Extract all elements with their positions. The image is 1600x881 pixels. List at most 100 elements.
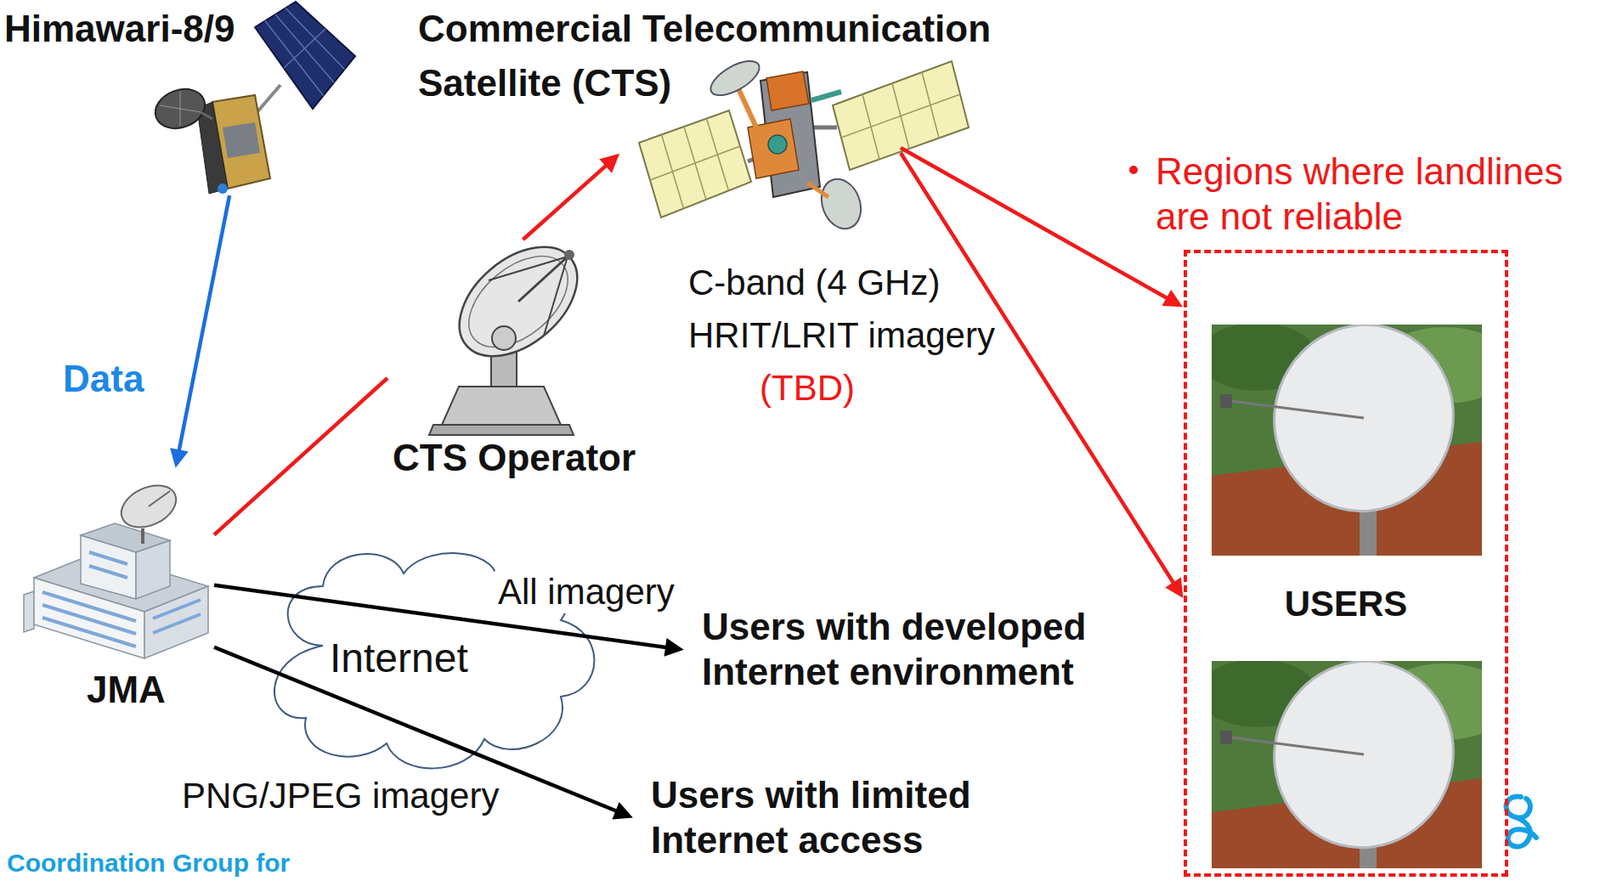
connector-arrow bbox=[523, 157, 617, 240]
jma-building bbox=[42, 617, 136, 647]
ground-station-node: CTS Operator bbox=[387, 239, 659, 483]
bullet-dot bbox=[1129, 165, 1138, 175]
node-label: Users with limited Internet access bbox=[650, 773, 1008, 864]
jma-building bbox=[23, 477, 209, 659]
band-note: C-band (4 GHz) bbox=[684, 261, 944, 305]
user-dish-photo bbox=[1230, 737, 1364, 755]
edge-label: PNG/JPEG imagery bbox=[178, 774, 503, 818]
himawari-satellite bbox=[217, 183, 228, 194]
telecom-satellite bbox=[811, 91, 842, 101]
text-holder: CTS Operator bbox=[392, 435, 636, 481]
himawari-satellite bbox=[254, 84, 281, 115]
himawari-satellite bbox=[254, 1, 356, 109]
connectors bbox=[176, 147, 1181, 816]
ground-station-dish bbox=[543, 256, 568, 336]
node-label: Users with developed Internet environmen… bbox=[701, 604, 1127, 696]
ground-station-dish bbox=[491, 326, 516, 351]
himawari-satellite bbox=[265, 8, 345, 97]
jma-building bbox=[148, 491, 170, 507]
user-dish-photo bbox=[1211, 324, 1482, 556]
himawari-satellite bbox=[149, 82, 210, 136]
label-holder: HRIT/LRIT imagery bbox=[684, 314, 999, 357]
himawari-satellite bbox=[200, 112, 213, 119]
telecom-satellite bbox=[811, 125, 837, 131]
logo-swirl bbox=[1506, 797, 1537, 848]
telecom-satellite bbox=[638, 110, 752, 218]
telecom-satellite bbox=[638, 54, 969, 235]
ground-station-dish bbox=[564, 249, 575, 261]
jma-building bbox=[23, 591, 34, 633]
jma-building bbox=[89, 552, 128, 565]
edge-label: All imagery bbox=[494, 571, 679, 614]
telecom-satellite bbox=[737, 86, 757, 128]
connector-arrow bbox=[214, 378, 388, 536]
telecom-satellite bbox=[747, 118, 799, 179]
node-label: CTS Operator bbox=[392, 435, 636, 481]
node-label: Himawari-8/9 bbox=[4, 6, 235, 52]
user-dish-photo bbox=[1220, 730, 1233, 745]
user-dish-photo bbox=[1253, 661, 1475, 868]
himawari-satellite bbox=[159, 91, 201, 126]
label-holder: Coordination Group for bbox=[3, 848, 294, 879]
ground-station-dish bbox=[439, 225, 599, 378]
jma-building bbox=[89, 565, 128, 578]
edge-label-holder: PNG/JPEG imagery bbox=[178, 774, 503, 818]
telecom-satellite bbox=[650, 146, 741, 181]
ground-station-dish bbox=[429, 225, 598, 436]
telecom-satellite bbox=[841, 72, 961, 160]
bullet-dot bbox=[1129, 165, 1138, 175]
user-group-text: Users with developed Internet environmen… bbox=[684, 604, 1127, 696]
jma-building bbox=[42, 604, 136, 634]
user-dish-photo bbox=[1211, 661, 1482, 869]
jma-building bbox=[144, 586, 209, 659]
jma-building bbox=[152, 614, 201, 634]
telecom-satellite bbox=[814, 173, 868, 234]
text-holder: Internet bbox=[329, 633, 469, 684]
label-holder: C-band (4 GHz) bbox=[684, 261, 944, 305]
jma-building bbox=[42, 592, 201, 647]
telecom-satellite bbox=[807, 182, 829, 198]
connector-arrow bbox=[176, 195, 230, 463]
building-node: JMA bbox=[20, 469, 215, 663]
satellite-node: Himawari-8/9 bbox=[157, 50, 353, 196]
text-holder: JMA bbox=[86, 667, 166, 713]
satellite-node: Commercial Telecommunication Satellite (… bbox=[620, 101, 901, 230]
jma-building bbox=[114, 477, 183, 537]
edge-label-holder: All imagery bbox=[494, 571, 679, 614]
node-label: Commercial Telecommunication Satellite (… bbox=[418, 1, 1030, 111]
telecom-satellite bbox=[705, 54, 764, 102]
text-holder: Himawari-8/9 bbox=[4, 6, 235, 52]
himawari-satellite bbox=[283, 28, 326, 68]
user-dish-photo bbox=[1253, 324, 1475, 532]
region-box: Regions where landlines are not reliable… bbox=[1183, 249, 1509, 877]
connector-arrow bbox=[900, 152, 1181, 594]
label-holder: (TBD) bbox=[756, 367, 859, 410]
user-group-text: Users with limited Internet access bbox=[633, 773, 1008, 864]
ground-station-dish bbox=[441, 386, 561, 425]
text-holder: Regions where landlines are not reliable bbox=[1155, 149, 1589, 240]
jma-building bbox=[80, 523, 170, 553]
telecom-satellite bbox=[650, 118, 741, 210]
text-holder: USERS bbox=[1187, 582, 1505, 626]
telecom-satellite bbox=[841, 94, 961, 138]
footer-text: Coordination Group for bbox=[3, 848, 294, 879]
ground-station-dish bbox=[429, 424, 574, 436]
text-holder: Commercial Telecommunication Satellite (… bbox=[418, 1, 1030, 111]
node-label: JMA bbox=[86, 667, 166, 713]
telecom-satellite bbox=[766, 71, 809, 111]
himawari-satellite bbox=[222, 122, 261, 159]
edge-label: Data bbox=[59, 356, 147, 402]
ground-station-dish bbox=[452, 238, 585, 366]
node-label: Internet bbox=[329, 633, 469, 684]
format-note: HRIT/LRIT imagery bbox=[684, 314, 999, 357]
ground-station-dish bbox=[488, 256, 568, 281]
node-sublabel: USERS bbox=[1187, 582, 1505, 626]
text-holder: Users with limited Internet access bbox=[650, 773, 1008, 864]
logo-swirl bbox=[1506, 797, 1537, 848]
node-label: Regions where landlines are not reliable bbox=[1155, 149, 1589, 240]
user-dish-photo bbox=[1230, 401, 1364, 419]
jma-building bbox=[42, 592, 136, 622]
